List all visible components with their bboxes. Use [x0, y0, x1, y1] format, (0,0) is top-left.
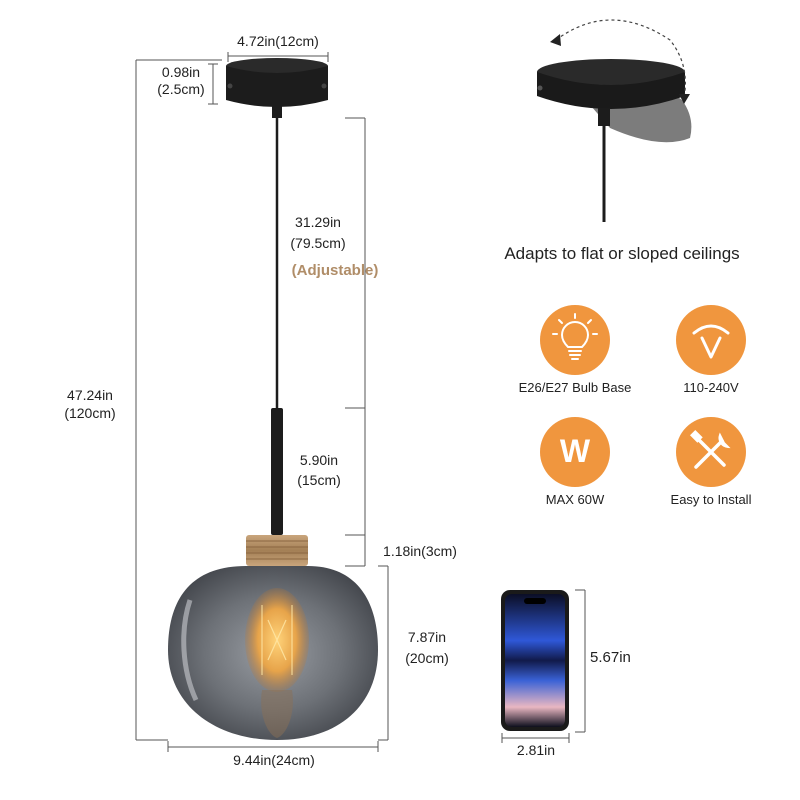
wattage-symbol: W [559, 433, 591, 469]
feature-label-wattage: MAX 60W [545, 492, 605, 507]
rod-length-cm-label: (15cm) [297, 472, 341, 488]
dimension-lines [135, 52, 586, 752]
tilt-arrow [555, 19, 686, 99]
phone-screen [505, 594, 565, 727]
bulb-icon [540, 305, 610, 375]
rod-length-in-label: 5.90in [299, 452, 339, 468]
ceiling-note: Adapts to flat or sloped ceilings [504, 244, 740, 263]
canopy-nut [272, 104, 282, 118]
total-height-cm-label: (120cm) [64, 405, 116, 421]
cord-length-cm-label: (79.5cm) [290, 235, 346, 251]
canopy-body [226, 66, 328, 107]
down-rod [271, 408, 283, 535]
shade-height-in-label: 7.87in [407, 629, 447, 645]
cap-height-label: 1.18in(3cm) [383, 543, 457, 559]
feature-label-voltage: 110-240V [683, 380, 739, 395]
canopy-top [226, 58, 328, 74]
rope-cap [246, 535, 308, 566]
shade-width-label: 9.44in(24cm) [233, 752, 315, 768]
tools-icon [676, 417, 746, 487]
feature-label-bulb: E26/E27 Bulb Base [518, 380, 632, 395]
pendant-light [168, 58, 378, 740]
phone-height-label: 5.67in [590, 649, 631, 666]
feature-label-install: Easy to Install [670, 492, 752, 507]
voltage-icon [676, 305, 746, 375]
canopy-screw [321, 83, 327, 89]
sloped-canopy-illustration [537, 19, 692, 222]
phone-notch [524, 598, 546, 604]
canopy-screw [227, 83, 233, 89]
wattage-icon: W [540, 417, 610, 487]
canopy-height-in-label: 0.98in [161, 64, 201, 80]
phone-reference [501, 590, 569, 731]
cord-length-in-label: 31.29in [295, 214, 341, 230]
canopy-width-label: 4.72in(12cm) [237, 33, 319, 49]
canopy-height-cm-label: (2.5cm) [157, 81, 205, 97]
shade-height-cm-label: (20cm) [405, 650, 449, 666]
adjustable-note: (Adjustable) [291, 262, 379, 279]
total-height-in-label: 47.24in [67, 387, 113, 403]
phone-width-label: 2.81in [516, 742, 556, 758]
